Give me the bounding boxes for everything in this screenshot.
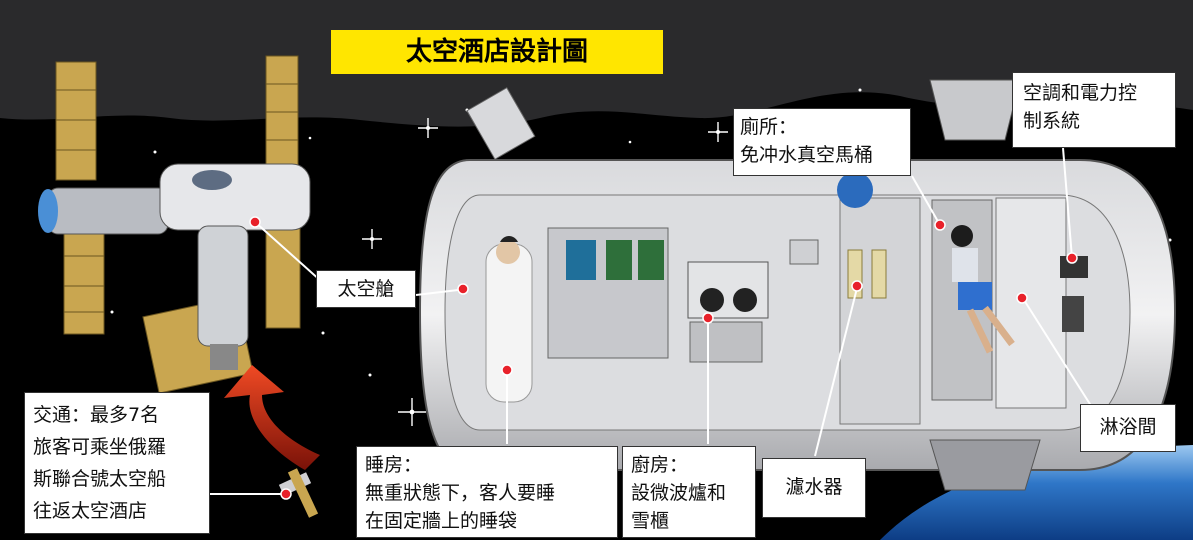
label-transport-line2: 旅客可乘坐俄羅	[33, 436, 167, 458]
sleeping-bag	[485, 236, 533, 403]
label-capsule: 太空艙	[316, 270, 416, 308]
label-kitchen-line1: 廚房：	[631, 454, 689, 476]
label-shower-text: 淋浴間	[1099, 416, 1157, 438]
label-bedroom: 睡房： 無重狀態下，客人要睡 在固定牆上的睡袋	[356, 446, 618, 538]
diagram-title: 太空酒店設計圖	[331, 30, 663, 74]
label-toilet-line2: 免冲水真空馬桶	[740, 144, 874, 166]
label-transport-line4: 往返太空酒店	[33, 500, 148, 522]
label-transport: 交通：最多7名 旅客可乘坐俄羅 斯聯合號太空船 往返太空酒店	[24, 392, 210, 534]
sparkle-stars	[362, 118, 728, 426]
transfer-arrow	[224, 365, 320, 470]
label-toilet: 廁所： 免冲水真空馬桶	[733, 108, 911, 176]
leader-lines	[210, 147, 1096, 495]
label-transport-line3: 斯聯合號太空船	[33, 468, 167, 490]
label-filter: 濾水器	[762, 458, 866, 518]
label-aircon-line1: 空調和電力控	[1023, 82, 1138, 104]
space-station	[38, 163, 311, 370]
label-toilet-line1: 廁所：	[740, 116, 798, 138]
label-bedroom-line3: 在固定牆上的睡袋	[365, 510, 518, 532]
label-bedroom-line2: 無重狀態下，客人要睡	[365, 482, 556, 504]
label-capsule-text: 太空艙	[337, 278, 395, 300]
label-aircon: 空調和電力控 制系統	[1012, 72, 1176, 148]
label-kitchen: 廚房： 設微波爐和 雪櫃	[622, 446, 756, 538]
location-markers	[249, 216, 1078, 500]
label-aircon-line2: 制系統	[1023, 110, 1081, 132]
label-bedroom-line1: 睡房：	[365, 454, 423, 476]
hotel-module	[418, 79, 1177, 491]
floating-astronaut	[951, 225, 1015, 354]
label-kitchen-line2: 設微波爐和	[631, 482, 727, 504]
label-kitchen-line3: 雪櫃	[631, 510, 670, 532]
label-transport-line1: 交通：最多7名	[33, 404, 160, 426]
earth	[880, 445, 1193, 540]
label-filter-text: 濾水器	[785, 476, 843, 498]
label-shower: 淋浴間	[1080, 404, 1176, 452]
